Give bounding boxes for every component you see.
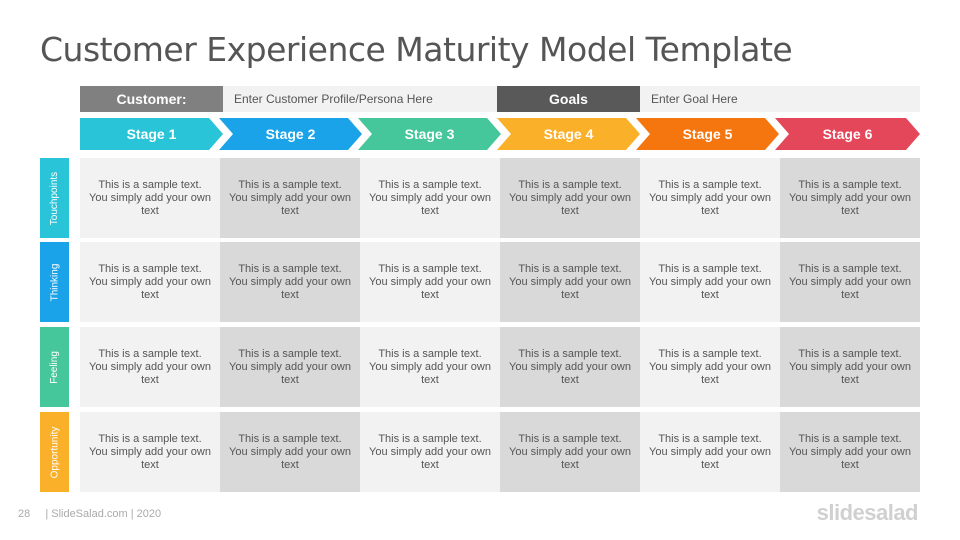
row-tab-feeling: Feeling bbox=[40, 327, 69, 407]
table-cell[interactable]: This is a sample text. You simply add yo… bbox=[80, 412, 220, 492]
page-number: 28 bbox=[18, 508, 31, 520]
row-label-touchpoints: Touchpoints bbox=[49, 171, 60, 225]
table-cell[interactable]: This is a sample text. You simply add yo… bbox=[80, 158, 220, 238]
table-cell[interactable]: This is a sample text. You simply add yo… bbox=[220, 158, 360, 238]
table-cell[interactable]: This is a sample text. You simply add yo… bbox=[500, 327, 640, 407]
table-cell[interactable]: This is a sample text. You simply add yo… bbox=[360, 242, 500, 322]
slidesalad-logo: slidesalad bbox=[816, 500, 919, 525]
table-cell[interactable]: This is a sample text. You simply add yo… bbox=[360, 327, 500, 407]
stage-3-label: Stage 3 bbox=[404, 126, 455, 142]
stage-5-label: Stage 5 bbox=[682, 126, 733, 142]
stage-6-label: Stage 6 bbox=[822, 126, 873, 142]
table-cell[interactable]: This is a sample text. You simply add yo… bbox=[360, 158, 500, 238]
table-cell[interactable]: This is a sample text. You simply add yo… bbox=[80, 327, 220, 407]
stage-1-label: Stage 1 bbox=[126, 126, 177, 142]
row-tab-thinking: Thinking bbox=[40, 242, 69, 322]
footer-credit: | SlideSalad.com | 2020 bbox=[45, 508, 162, 520]
table-cell[interactable]: This is a sample text. You simply add yo… bbox=[500, 412, 640, 492]
footer: 28 | SlideSalad.com | 2020 bbox=[18, 508, 161, 520]
table-cell[interactable]: This is a sample text. You simply add yo… bbox=[360, 412, 500, 492]
row-label-opportunity: Opportunity bbox=[49, 426, 61, 478]
row-tab-touchpoints: Touchpoints bbox=[40, 158, 69, 238]
table-cell[interactable]: This is a sample text. You simply add yo… bbox=[780, 242, 920, 322]
stage-4-label: Stage 4 bbox=[543, 126, 594, 142]
goals-value-field[interactable]: Enter Goal Here bbox=[640, 86, 920, 112]
table-cell[interactable]: This is a sample text. You simply add yo… bbox=[780, 158, 920, 238]
table-cell[interactable]: This is a sample text. You simply add yo… bbox=[780, 327, 920, 407]
page-title: Customer Experience Maturity Model Templ… bbox=[40, 30, 793, 69]
table-cell[interactable]: This is a sample text. You simply add yo… bbox=[220, 327, 360, 407]
table-cell[interactable]: This is a sample text. You simply add yo… bbox=[80, 242, 220, 322]
stage-5-arrow: Stage 5 bbox=[636, 118, 779, 150]
table-cell[interactable]: This is a sample text. You simply add yo… bbox=[500, 158, 640, 238]
stage-header-row: Stage 1 Stage 2 Stage 3 Stage 4 Stage 5 … bbox=[0, 118, 960, 150]
table-cell[interactable]: This is a sample text. You simply add yo… bbox=[640, 327, 780, 407]
goals-label: Goals bbox=[497, 86, 640, 112]
row-label-feeling: Feeling bbox=[49, 350, 60, 384]
table-cell[interactable]: This is a sample text. You simply add yo… bbox=[220, 412, 360, 492]
row-tab-opportunity: Opportunity bbox=[40, 412, 69, 492]
customer-label: Customer: bbox=[80, 86, 223, 112]
stage-2-label: Stage 2 bbox=[265, 126, 316, 142]
table-cell[interactable]: This is a sample text. You simply add yo… bbox=[640, 158, 780, 238]
stage-4-arrow: Stage 4 bbox=[497, 118, 640, 150]
stage-6-arrow: Stage 6 bbox=[775, 118, 920, 150]
stage-3-arrow: Stage 3 bbox=[358, 118, 501, 150]
table-cell[interactable]: This is a sample text. You simply add yo… bbox=[640, 242, 780, 322]
stage-2-arrow: Stage 2 bbox=[219, 118, 362, 150]
table-cell[interactable]: This is a sample text. You simply add yo… bbox=[640, 412, 780, 492]
customer-value-field[interactable]: Enter Customer Profile/Persona Here bbox=[223, 86, 497, 112]
table-cell[interactable]: This is a sample text. You simply add yo… bbox=[780, 412, 920, 492]
table-cell[interactable]: This is a sample text. You simply add yo… bbox=[220, 242, 360, 322]
stage-1-arrow: Stage 1 bbox=[80, 118, 223, 150]
row-label-thinking: Thinking bbox=[49, 263, 60, 301]
table-cell[interactable]: This is a sample text. You simply add yo… bbox=[500, 242, 640, 322]
